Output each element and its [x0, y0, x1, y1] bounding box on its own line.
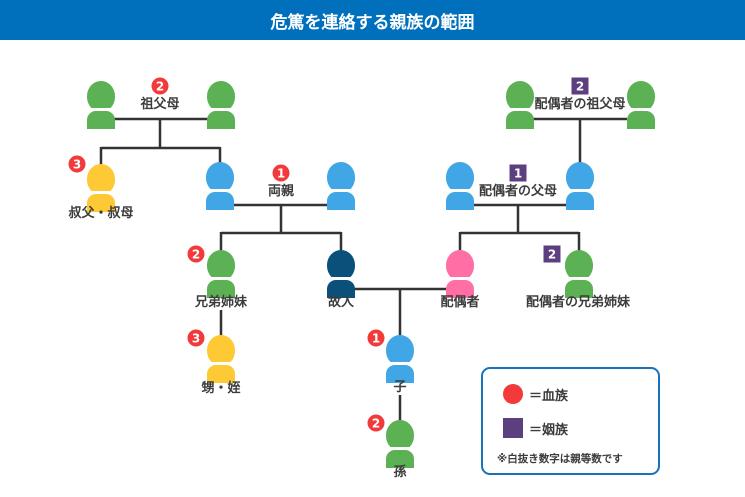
legend-inlaw-label: ＝姻族 [529, 422, 569, 438]
grandfather-figure [87, 81, 115, 131]
purple-square-icon [503, 418, 523, 438]
degree-badge-inlaw: 2 [571, 77, 589, 95]
red-circle-icon [503, 384, 523, 404]
child-figure [386, 335, 414, 385]
grandparents-label: 祖父母 [140, 97, 180, 112]
grandchild-figure [386, 420, 414, 470]
degree-badge-blood: 2 [367, 414, 385, 432]
spouse-father-figure [446, 162, 474, 212]
legend-blood-row: ＝血族 [503, 384, 568, 404]
legend-note: ※白抜き数字は親等数です [497, 453, 623, 465]
uncle-aunt-figure [87, 164, 115, 214]
legend-box: ＝血族 ＝姻族 ※白抜き数字は親等数です [481, 367, 660, 475]
legend-inlaw-row: ＝姻族 [503, 418, 568, 438]
sibling-figure [207, 250, 235, 300]
degree-badge-inlaw: 2 [543, 245, 561, 263]
deceased-figure [327, 250, 355, 300]
father-figure [206, 162, 234, 212]
child-label: 子 [393, 380, 407, 395]
spouse-sibling-figure [565, 250, 593, 300]
page-title-bar: 危篤を連絡する親族の範囲 [0, 0, 745, 40]
degree-badge-inlaw: 1 [509, 164, 527, 182]
spouse-mother-figure [566, 162, 594, 212]
siblings-label: 兄弟姉妹 [194, 295, 248, 310]
mother-figure [327, 162, 355, 212]
legend-blood-label: ＝血族 [529, 388, 569, 404]
degree-badge-blood: 3 [187, 329, 205, 347]
parents-label: 両親 [267, 184, 295, 199]
spouse-grandmother-figure [627, 81, 655, 131]
grandmother-figure [207, 81, 235, 131]
uncles-aunts-label: 叔父・叔母 [68, 206, 134, 221]
degree-badge-blood: 3 [68, 155, 86, 173]
deceased-label: 故人 [327, 295, 355, 310]
grandchild-label: 孫 [393, 465, 407, 480]
spouse-grandfather-figure [506, 81, 534, 131]
spouse-siblings-label: 配偶者の兄弟姉妹 [525, 295, 631, 310]
spouse-parents-label: 配偶者の父母 [478, 184, 558, 199]
degree-badge-blood: 2 [187, 245, 205, 263]
spouse-figure [446, 250, 474, 300]
spouse-label: 配偶者 [440, 295, 480, 310]
nephew-niece-figure [207, 335, 235, 385]
page-title: 危篤を連絡する親族の範囲 [270, 12, 475, 33]
nephews-nieces-label: 甥・姪 [201, 381, 241, 396]
degree-badge-blood: 1 [272, 164, 290, 182]
degree-badge-blood: 1 [367, 329, 385, 347]
spouse-grandparents-label: 配偶者の祖父母 [534, 97, 626, 112]
degree-badge-blood: 2 [151, 77, 169, 95]
